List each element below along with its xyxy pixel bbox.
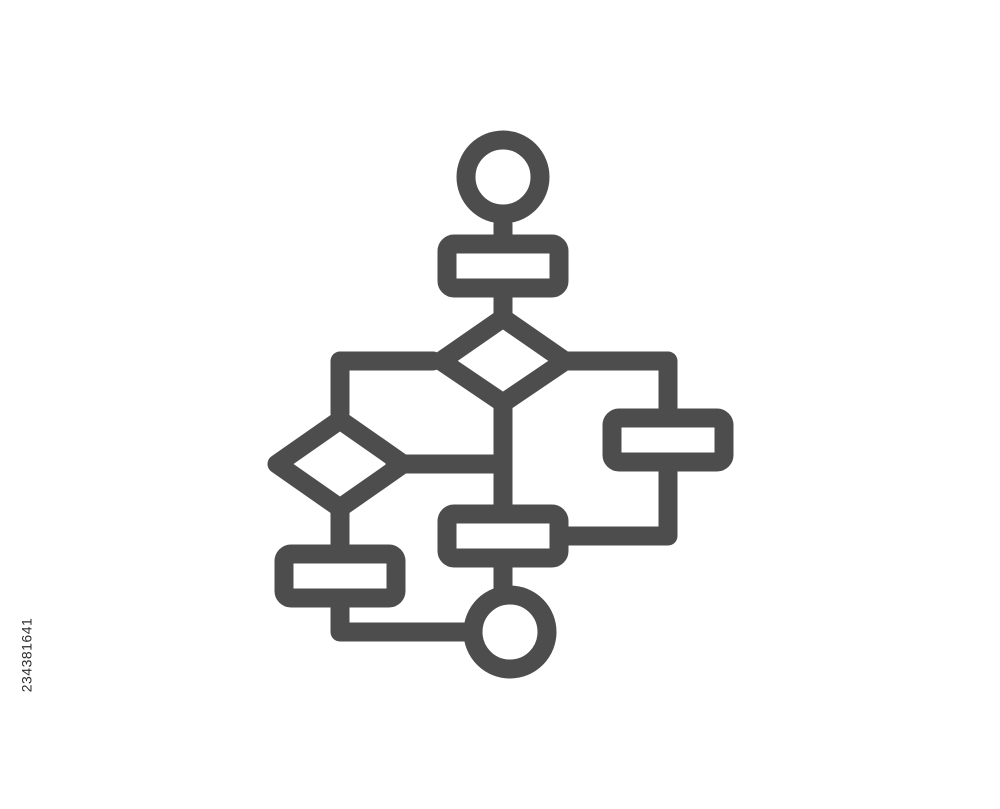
connector-lines <box>330 214 678 642</box>
end-node <box>463 585 557 679</box>
stock-id-label: 234381641 <box>6 580 46 730</box>
stock-id-text: 234381641 <box>18 617 35 693</box>
decision-diamond-left <box>267 410 413 518</box>
process-box-middle <box>437 504 569 568</box>
process-box-right <box>602 408 734 472</box>
process-box-left <box>274 544 406 608</box>
decision-diamond-top <box>431 308 575 413</box>
start-node <box>456 130 550 224</box>
process-box-top <box>437 234 569 298</box>
